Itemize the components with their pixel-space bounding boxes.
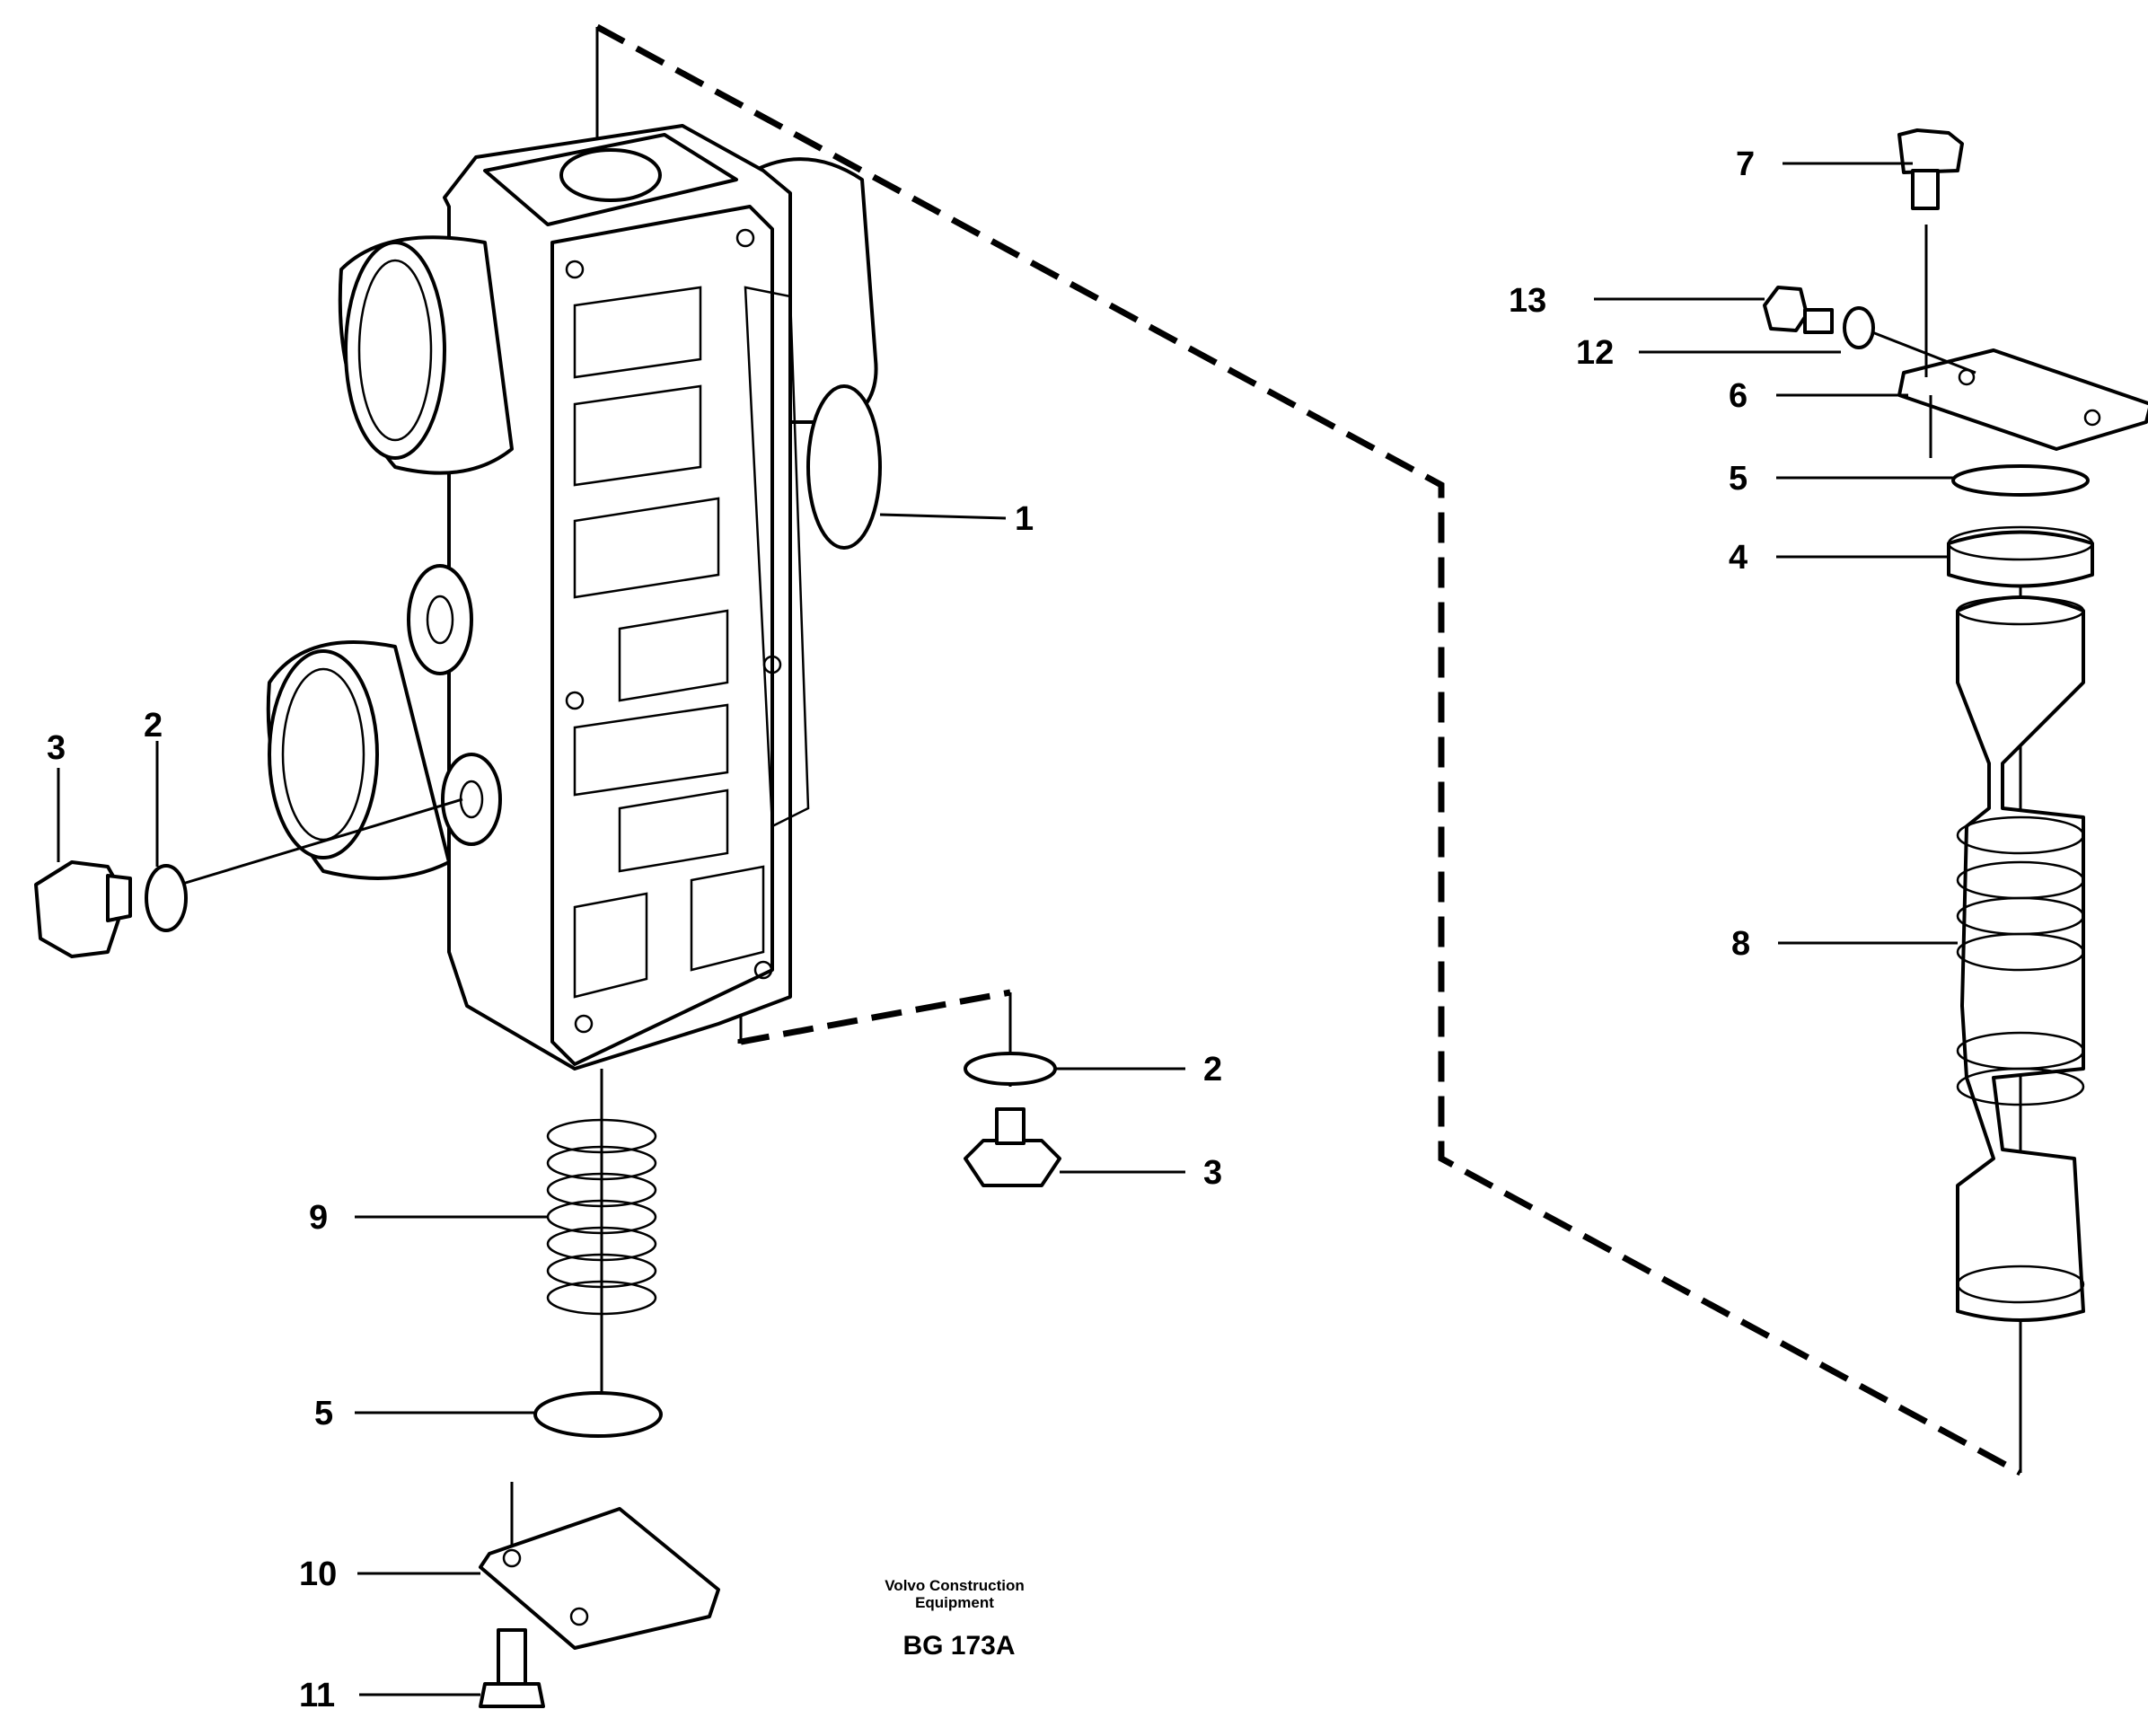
callout-2-right: 2 xyxy=(1203,1051,1222,1088)
callout-4: 4 xyxy=(1729,539,1747,577)
caption-maker-line-1: Volvo Construction xyxy=(885,1577,1025,1594)
callout-2-left: 2 xyxy=(144,707,163,745)
caption-maker-line-2: Equipment xyxy=(915,1594,994,1611)
callout-6: 6 xyxy=(1729,377,1747,415)
callout-5-right: 5 xyxy=(1729,460,1747,498)
callout-9: 9 xyxy=(309,1199,328,1237)
callout-11: 11 xyxy=(299,1677,335,1714)
callout-8: 8 xyxy=(1731,925,1750,963)
callout-7: 7 xyxy=(1736,145,1755,183)
caption-figure-code: BG 173A xyxy=(902,1631,1015,1661)
callout-3-right: 3 xyxy=(1203,1154,1222,1192)
bottom-o-ring xyxy=(533,1391,663,1438)
callout-13: 13 xyxy=(1509,282,1546,320)
spring xyxy=(546,1069,657,1414)
callout-10: 10 xyxy=(299,1555,337,1593)
left-plug-and-seal xyxy=(34,798,463,958)
callout-3-left: 3 xyxy=(47,729,66,767)
valve-housing xyxy=(266,124,882,1071)
leader-lines xyxy=(57,162,1958,1696)
callout-12: 12 xyxy=(1576,334,1614,372)
callout-1: 1 xyxy=(1015,500,1034,538)
callout-5-bottom: 5 xyxy=(314,1395,333,1432)
bottom-cover xyxy=(479,1482,720,1708)
spool-assembly xyxy=(1763,128,2148,1473)
right-plug-and-seal xyxy=(964,1052,1061,1187)
